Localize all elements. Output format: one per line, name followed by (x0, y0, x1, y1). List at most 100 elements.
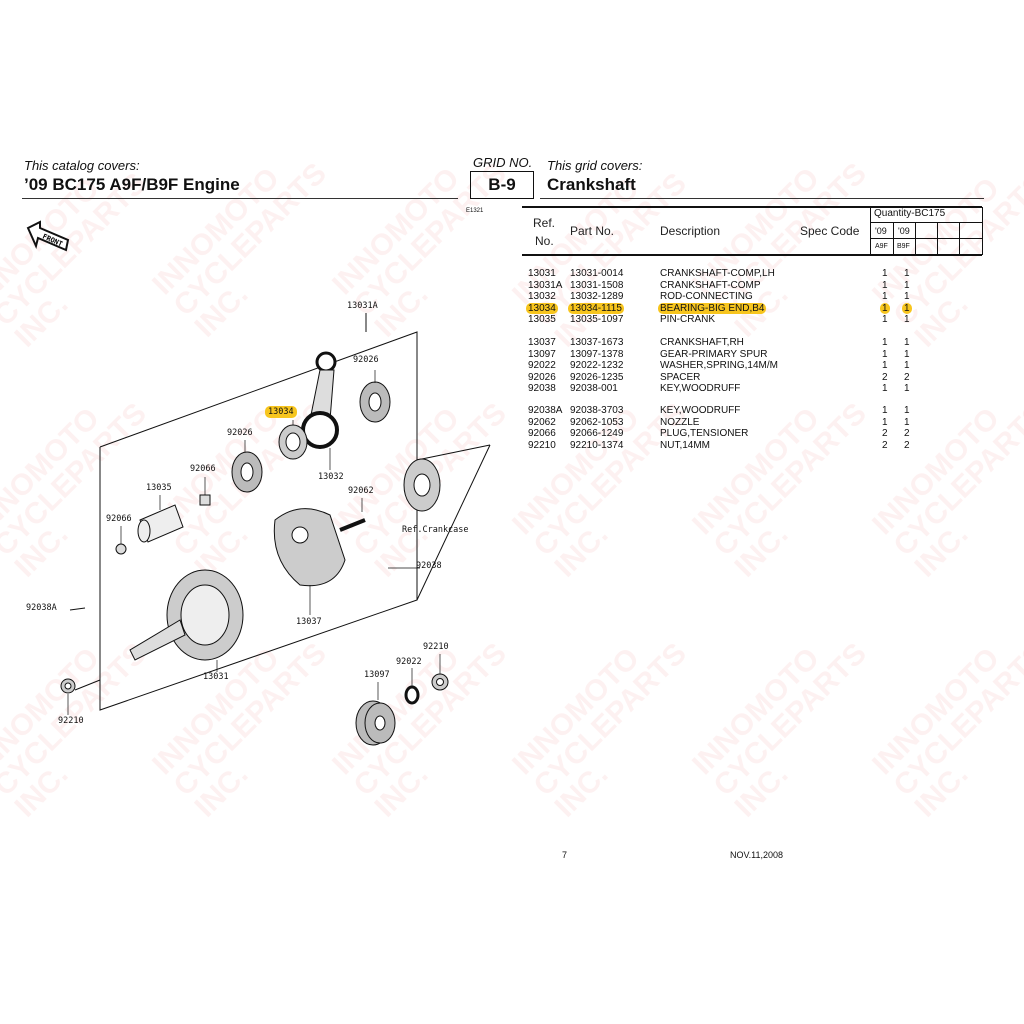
grid-no-label: GRID NO. (473, 155, 533, 170)
callout-92066: 92066 (106, 514, 132, 524)
part-no: 13034-1115 (568, 302, 624, 314)
qty-b9f: 1 (904, 348, 910, 360)
primary-gear-icon (355, 700, 396, 746)
part-no: 92038-001 (570, 383, 618, 394)
callout-13031a: 13031A (347, 301, 378, 311)
callout-13032: 13032 (318, 472, 344, 482)
qty-a9f: 2 (882, 439, 888, 451)
part-no: 13031-1508 (570, 279, 624, 291)
connecting-rod-icon (301, 351, 339, 449)
description: BEARING-BIG END,B4 (658, 302, 767, 314)
page-number: 7 (562, 850, 568, 860)
part-no: 13097-1378 (570, 348, 624, 360)
qty-b9f: 1 (904, 279, 910, 291)
table-row[interactable]: 13035 13035-1097 PIN-CRANK 1 1 (0, 314, 1000, 326)
qty-b9f: 1 (904, 314, 910, 325)
ref-no: 13035 (528, 314, 556, 325)
quantity-header: Quantity-BC175 (874, 208, 946, 219)
model-header-a9f: A9F (875, 243, 888, 250)
part-no: 92038-3703 (570, 405, 624, 416)
qty-b9f: 2 (904, 428, 910, 439)
ref-no: 92022 (528, 360, 556, 371)
table-row[interactable]: 13037 13037-1673 CRANKSHAFT,RH 1 1 (0, 337, 1000, 349)
qty-a9f: 1 (882, 279, 888, 291)
callout-13034: 13034 (265, 406, 297, 418)
model-header-b9f: B9F (897, 243, 910, 250)
bearing-icon (278, 424, 308, 460)
qty-a9f: 1 (882, 405, 888, 416)
qty-b9f: 1 (904, 360, 910, 371)
ref-no: 13037 (528, 337, 556, 348)
table-row[interactable]: 92038A 92038-3703 KEY,WOODRUFF 1 1 (0, 405, 1000, 417)
ref-no: 92038A (528, 405, 563, 416)
part-no: 13037-1673 (570, 337, 624, 348)
qty-a9f: 2 (882, 428, 888, 439)
qty-b9f: 2 (904, 371, 910, 383)
description: GEAR-PRIMARY SPUR (660, 348, 768, 360)
description: WASHER,SPRING,14M/M (660, 360, 778, 371)
year-header-1: '09 (875, 226, 887, 236)
part-no: 13032-1289 (570, 291, 624, 302)
qty-a9f: 1 (882, 337, 888, 348)
callout-92066: 92066 (190, 464, 216, 474)
qty-b9f: 1 (904, 405, 910, 416)
description: CRANKSHAFT-COMP,LH (660, 268, 775, 279)
ref-no: 13097 (528, 348, 556, 360)
grid-covers-label: This grid covers: (547, 158, 643, 173)
callout-13035: 13035 (146, 483, 172, 493)
qty-a9f: 1 (880, 302, 890, 314)
front-arrow-icon: FRONT (26, 220, 70, 252)
qty-b9f: 1 (902, 302, 912, 314)
ref-no: 13031A (528, 279, 563, 291)
description: CRANKSHAFT,RH (660, 337, 744, 348)
qty-b9f: 1 (904, 383, 910, 394)
col-spec-header: Spec Code (800, 224, 860, 238)
ref-no: 92026 (528, 371, 556, 383)
qty-b9f: 1 (904, 337, 910, 348)
qty-a9f: 1 (882, 383, 888, 394)
description: NOZZLE (660, 416, 700, 428)
qty-a9f: 1 (882, 314, 888, 325)
grid-title: Crankshaft (547, 175, 636, 194)
table-row[interactable]: 13097 13097-1378 GEAR-PRIMARY SPUR 1 1 (0, 349, 1000, 361)
year-header-2: '09 (898, 226, 910, 236)
ref-no: 13032 (528, 291, 556, 302)
bearing-icon (403, 458, 441, 512)
callout-92038a: 92038A (26, 603, 57, 613)
spacer-icon (231, 451, 263, 493)
col-part-header: Part No. (570, 224, 615, 238)
washer-icon (404, 685, 420, 705)
part-no: 13035-1097 (570, 314, 624, 325)
qty-a9f: 1 (882, 348, 888, 360)
part-no: 92210-1374 (570, 439, 624, 451)
callout-92210: 92210 (58, 716, 84, 726)
qty-b9f: 1 (904, 291, 910, 302)
crankshaft-lh-icon (129, 569, 244, 661)
callout-92210: 92210 (423, 642, 449, 652)
qty-a9f: 1 (882, 416, 888, 428)
part-no: 13031-0014 (570, 268, 624, 279)
description: NUT,14MM (660, 439, 711, 451)
description: SPACER (660, 371, 701, 383)
ref-no: 92062 (528, 416, 556, 428)
description: PIN-CRANK (660, 314, 716, 325)
divider (22, 198, 458, 199)
qty-a9f: 1 (882, 268, 888, 279)
qty-a9f: 2 (882, 371, 888, 383)
catalog-title: ’09 BC175 A9F/B9F Engine (24, 175, 240, 194)
catalog-covers-label: This catalog covers: (24, 158, 140, 173)
description: KEY,WOODRUFF (660, 405, 741, 416)
qty-b9f: 1 (904, 416, 910, 428)
